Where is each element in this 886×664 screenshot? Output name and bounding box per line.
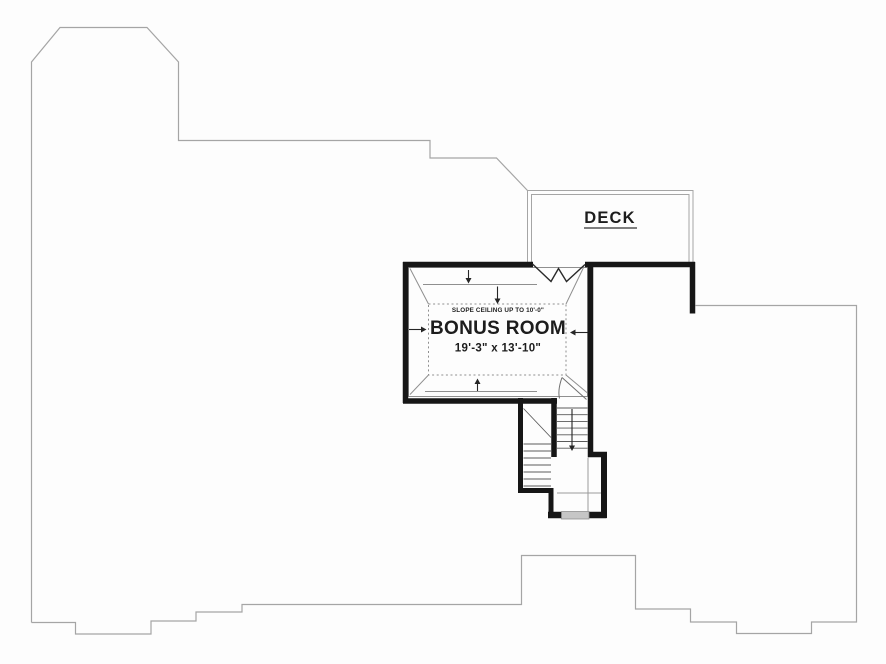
stair-steps-lower — [523, 408, 552, 487]
corner-diagonal-tr — [565, 266, 585, 305]
corner-diagonal-bl — [409, 374, 429, 395]
bonus-room-dimensions: 19'-3" x 13'-10" — [455, 343, 541, 355]
deck-railing-inner — [531, 194, 690, 262]
house-outline — [30, 26, 858, 635]
deck-railing-outer — [527, 190, 694, 262]
slope-arrow-bottom — [474, 378, 481, 391]
slope-arrow-top-1 — [465, 270, 472, 284]
slope-arrows — [409, 270, 589, 391]
corner-diagonal-br — [565, 374, 588, 394]
slope-arrow-right — [570, 329, 589, 336]
stair-door-swing — [558, 377, 587, 400]
corner-diagonal-tl — [409, 268, 429, 305]
labels: DECK SLOPE CEILING UP TO 10'-0" BONUS RO… — [430, 209, 637, 355]
slope-ceiling-note: SLOPE CEILING UP TO 10'-0" — [452, 307, 544, 314]
house-outline-left — [30, 26, 528, 623]
house-outline-right-bottom — [31, 304, 858, 635]
stair-direction-arrow — [569, 409, 575, 451]
deck-railing — [527, 190, 694, 262]
window-sill — [561, 511, 590, 520]
exterior-walls — [402, 261, 696, 519]
staircase — [523, 377, 601, 512]
stair-break-line — [523, 408, 552, 438]
bonus-room-label: BONUS ROOM — [430, 318, 566, 339]
stair-landing — [557, 457, 601, 512]
deck-label: DECK — [584, 209, 636, 227]
french-door-symbol — [532, 263, 586, 283]
slope-arrow-top-2 — [494, 286, 501, 304]
ceiling-flat-area — [428, 303, 567, 376]
slope-arrow-left — [409, 326, 427, 333]
